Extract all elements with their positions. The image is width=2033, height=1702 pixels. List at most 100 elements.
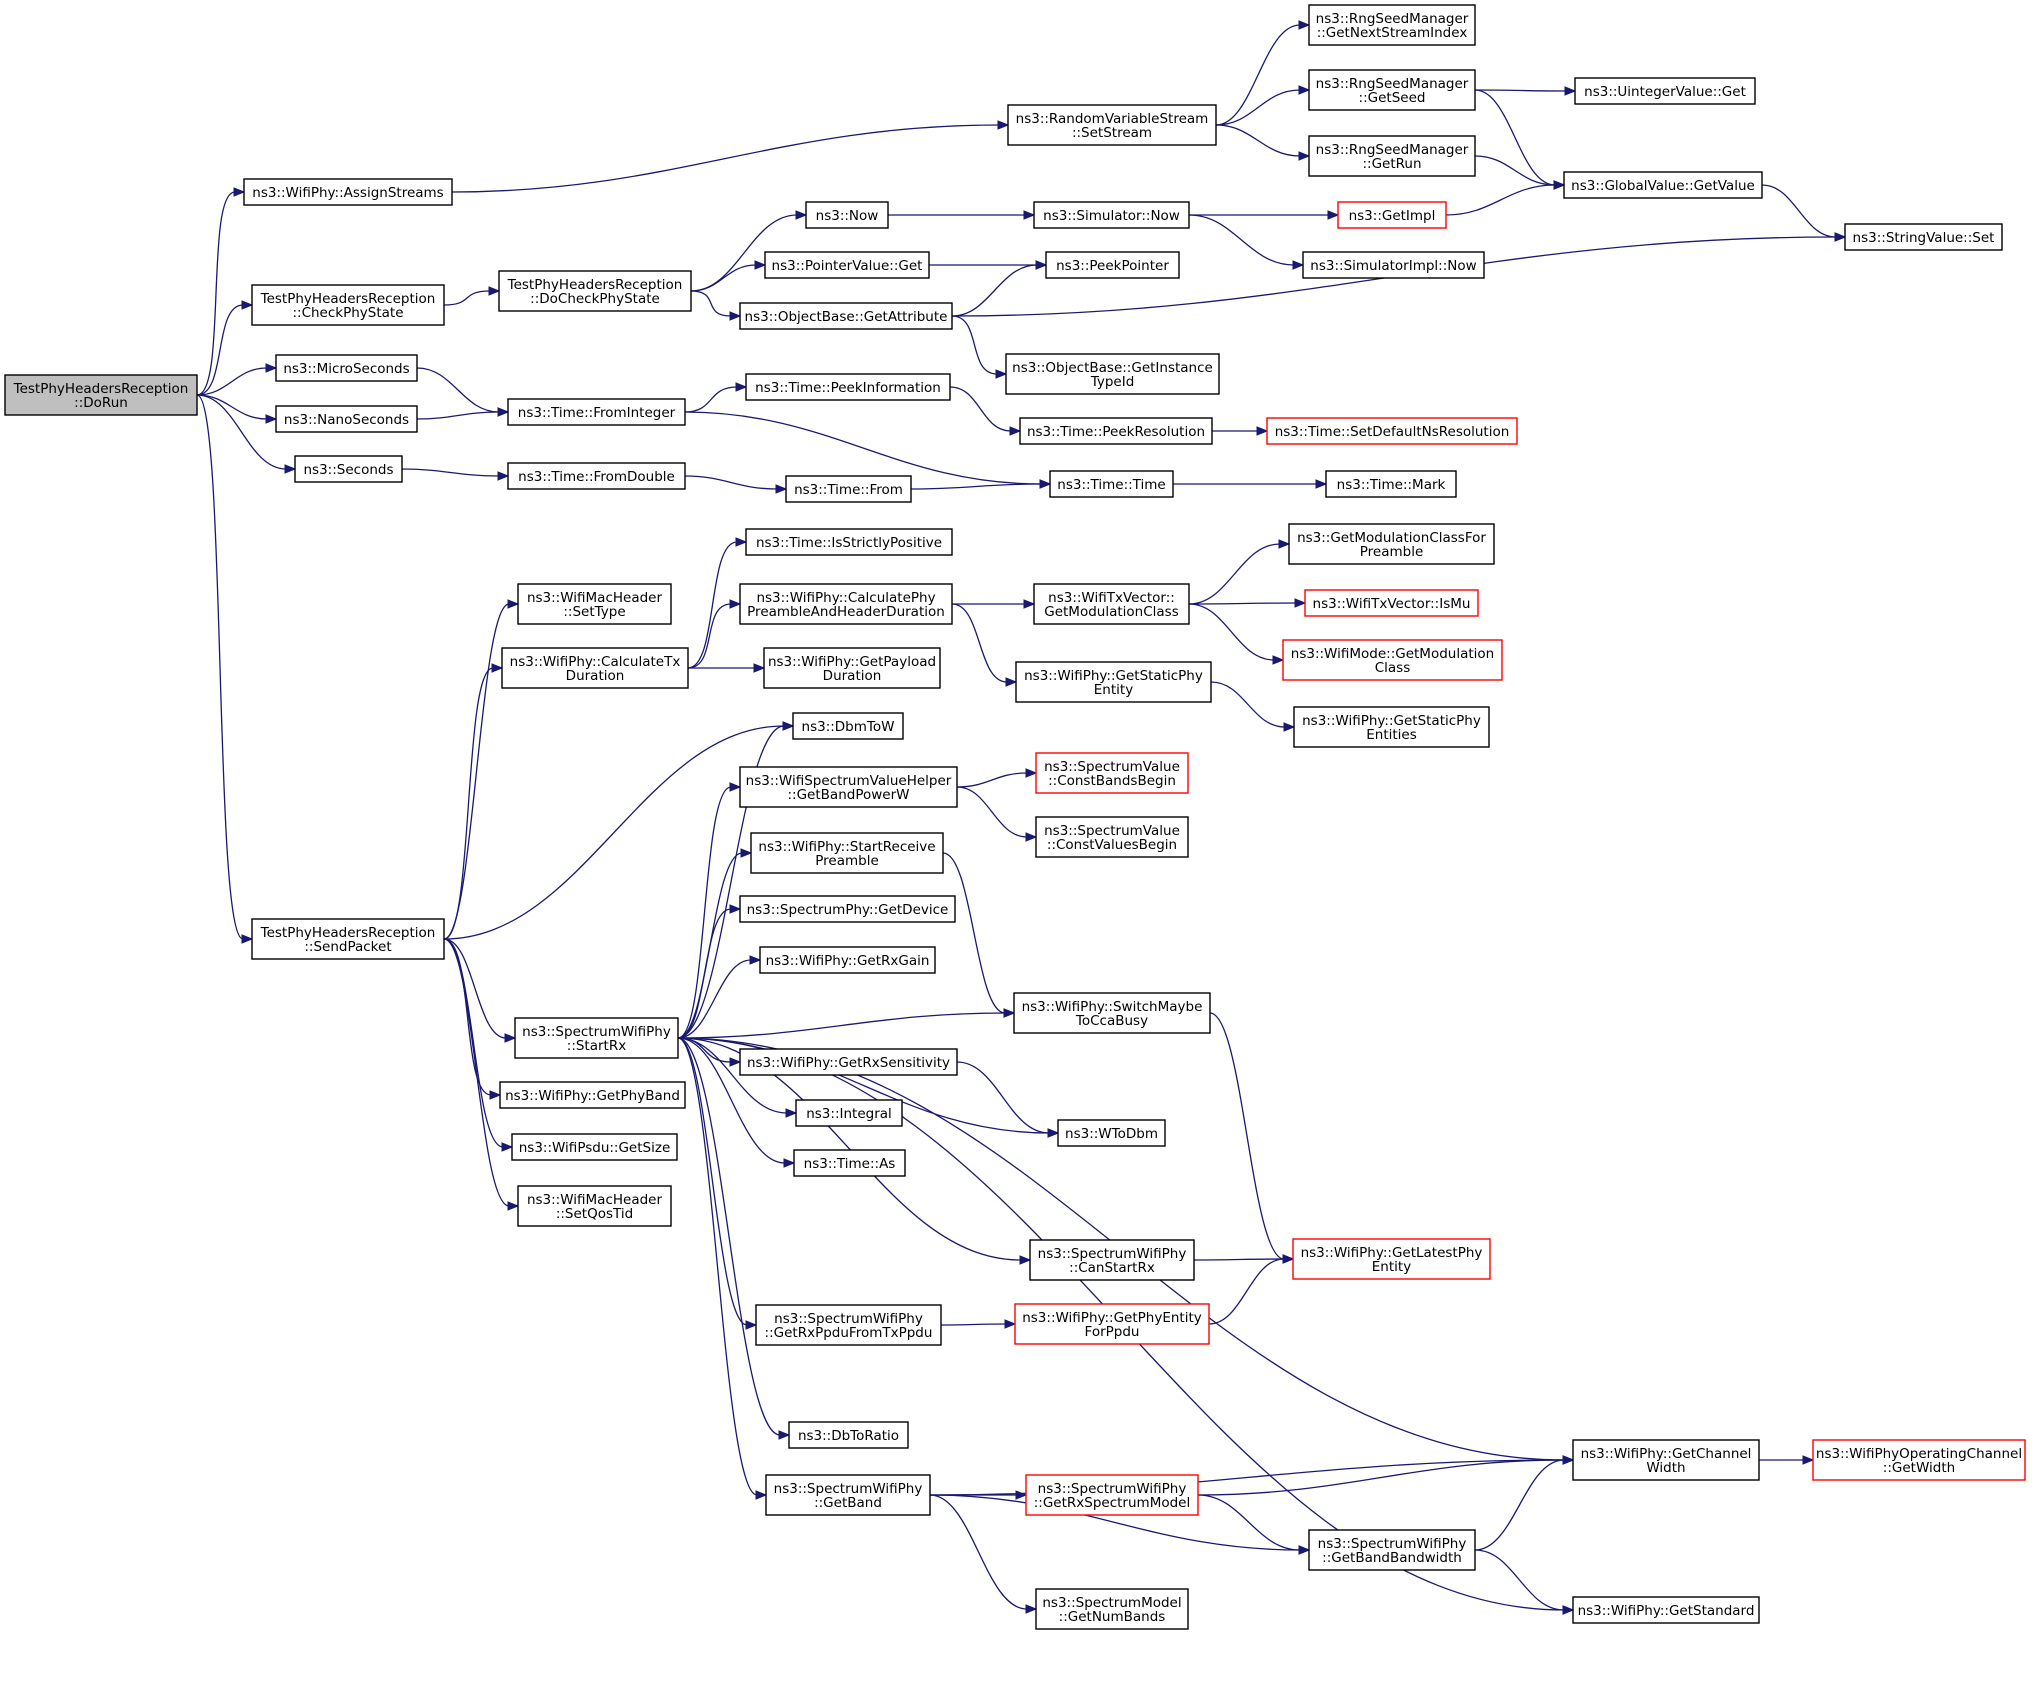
node-box[interactable] (739, 895, 956, 923)
node-box[interactable] (1304, 589, 1479, 617)
node-box[interactable] (251, 918, 445, 960)
node-box[interactable] (1033, 583, 1190, 625)
node-box[interactable] (1308, 4, 1476, 46)
node-box[interactable] (1844, 223, 2003, 251)
graph-node-time-frominteger[interactable]: ns3::Time::FromInteger (507, 398, 686, 426)
graph-node-integral[interactable]: ns3::Integral (795, 1099, 903, 1127)
node-box[interactable] (1025, 1474, 1199, 1516)
graph-node-wtv-ismu[interactable]: ns3::WifiTxVector::IsMu (1304, 589, 1479, 617)
node-box[interactable] (507, 398, 686, 426)
node-box[interactable] (511, 1133, 678, 1161)
graph-node-swp-getrxspectrummodel[interactable]: ns3::SpectrumWifiPhy::GetRxSpectrumModel (1025, 1474, 1199, 1516)
graph-node-wmh-settype[interactable]: ns3::WifiMacHeader::SetType (517, 583, 672, 625)
graph-node-swp-getrxppdu[interactable]: ns3::SpectrumWifiPhy::GetRxPpduFromTxPpd… (755, 1304, 942, 1346)
graph-node-sp-getdevice[interactable]: ns3::SpectrumPhy::GetDevice (739, 895, 956, 923)
graph-node-wp-calcpreamble[interactable]: ns3::WifiPhy::CalculatePhyPreambleAndHea… (739, 583, 953, 625)
node-box[interactable] (805, 201, 889, 229)
node-box[interactable] (1308, 135, 1476, 177)
node-box[interactable] (1029, 1239, 1195, 1281)
graph-node-wp-getstandard[interactable]: ns3::WifiPhy::GetStandard (1572, 1596, 1760, 1624)
node-box[interactable] (1015, 661, 1212, 703)
graph-node-microseconds[interactable]: ns3::MicroSeconds (275, 354, 418, 382)
graph-node-getimpl[interactable]: ns3::GetImpl (1337, 201, 1447, 229)
node-box[interactable] (1292, 1238, 1491, 1280)
node-box[interactable] (4, 374, 198, 416)
graph-node-wp-getphyband[interactable]: ns3::WifiPhy::GetPhyBand (499, 1081, 686, 1109)
node-box[interactable] (243, 178, 453, 206)
node-box[interactable] (1812, 1439, 2026, 1481)
node-box[interactable] (745, 528, 953, 556)
graph-node-time-setdefaultnsres[interactable]: ns3::Time::SetDefaultNsResolution (1266, 417, 1518, 445)
graph-node-wsvh-getbandpowerw[interactable]: ns3::WifiSpectrumValueHelper::GetBandPow… (739, 766, 958, 808)
graph-node-wtodbm[interactable]: ns3::WToDbm (1057, 1119, 1166, 1147)
node-box[interactable] (514, 1017, 679, 1059)
node-box[interactable] (1005, 353, 1220, 395)
graph-node-gv-getvalue[interactable]: ns3::GlobalValue::GetValue (1563, 171, 1763, 199)
node-box[interactable] (499, 1081, 686, 1109)
graph-node-wpsdu-getsize[interactable]: ns3::WifiPsdu::GetSize (511, 1133, 678, 1161)
node-box[interactable] (739, 583, 953, 625)
node-box[interactable] (739, 302, 953, 330)
node-box[interactable] (1574, 77, 1756, 105)
graph-node-time-as[interactable]: ns3::Time::As (793, 1149, 906, 1177)
node-box[interactable] (1293, 706, 1490, 748)
graph-node-swp-startrx[interactable]: ns3::SpectrumWifiPhy::StartRx (514, 1017, 679, 1059)
node-box[interactable] (1035, 1588, 1189, 1630)
graph-node-sendpacket[interactable]: TestPhyHeadersReception::SendPacket (251, 918, 445, 960)
graph-node-rsm-nextstream[interactable]: ns3::RngSeedManager::GetNextStreamIndex (1308, 4, 1476, 46)
node-box[interactable] (1035, 752, 1189, 794)
node-box[interactable] (251, 284, 445, 326)
graph-node-simimpl-now[interactable]: ns3::SimulatorImpl::Now (1302, 251, 1485, 279)
graph-node-swp-canstartrx[interactable]: ns3::SpectrumWifiPhy::CanStartRx (1029, 1239, 1195, 1281)
node-box[interactable] (1308, 1529, 1476, 1571)
node-box[interactable] (795, 1099, 903, 1127)
node-box[interactable] (275, 405, 418, 433)
graph-node-wtv-getmodclass[interactable]: ns3::WifiTxVector::GetModulationClass (1033, 583, 1190, 625)
node-box[interactable] (759, 946, 936, 974)
node-box[interactable] (1033, 201, 1190, 229)
graph-node-rsm-getrun[interactable]: ns3::RngSeedManager::GetRun (1308, 135, 1476, 177)
node-box[interactable] (1019, 417, 1213, 445)
graph-node-wp-getrxsensitivity[interactable]: ns3::WifiPhy::GetRxSensitivity (739, 1048, 958, 1076)
node-box[interactable] (792, 712, 904, 740)
graph-node-peekpointer[interactable]: ns3::PeekPointer (1045, 251, 1180, 279)
graph-node-woc-getwidth[interactable]: ns3::WifiPhyOperatingChannel::GetWidth (1812, 1439, 2026, 1481)
node-box[interactable] (1572, 1439, 1760, 1481)
node-box[interactable] (517, 583, 672, 625)
node-box[interactable] (764, 251, 930, 279)
graph-node-rvs-setstream[interactable]: ns3::RandomVariableStream::SetStream (1007, 104, 1217, 146)
graph-node-dorun[interactable]: TestPhyHeadersReception::DoRun (4, 374, 198, 416)
graph-node-ob-getattribute[interactable]: ns3::ObjectBase::GetAttribute (739, 302, 953, 330)
graph-node-sm-getnumbands[interactable]: ns3::SpectrumModel::GetNumBands (1035, 1588, 1189, 1630)
node-box[interactable] (498, 270, 692, 312)
node-box[interactable] (1308, 69, 1476, 111)
graph-node-time-peekresolution[interactable]: ns3::Time::PeekResolution (1019, 417, 1213, 445)
graph-node-time-time[interactable]: ns3::Time::Time (1049, 470, 1174, 498)
graph-node-sv-constvaluesbegin[interactable]: ns3::SpectrumValue::ConstValuesBegin (1035, 816, 1189, 858)
graph-node-sv-constbandsbegin[interactable]: ns3::SpectrumValue::ConstBandsBegin (1035, 752, 1189, 794)
graph-node-time-peekinformation[interactable]: ns3::Time::PeekInformation (745, 373, 951, 401)
node-box[interactable] (1337, 201, 1447, 229)
node-box[interactable] (1302, 251, 1485, 279)
node-box[interactable] (1288, 523, 1495, 565)
node-box[interactable] (739, 1048, 958, 1076)
graph-node-now[interactable]: ns3::Now (805, 201, 889, 229)
graph-node-dbtoratio[interactable]: ns3::DbToRatio (788, 1421, 909, 1449)
node-box[interactable] (750, 832, 944, 874)
node-box[interactable] (1563, 171, 1763, 199)
graph-node-time-fromdouble[interactable]: ns3::Time::FromDouble (507, 462, 686, 490)
graph-node-checkphystate[interactable]: TestPhyHeadersReception::CheckPhyState (251, 284, 445, 326)
graph-node-time-isstrictlypositive[interactable]: ns3::Time::IsStrictlyPositive (745, 528, 953, 556)
node-box[interactable] (501, 647, 689, 689)
graph-node-dbmtow[interactable]: ns3::DbmToW (792, 712, 904, 740)
node-box[interactable] (793, 1149, 906, 1177)
